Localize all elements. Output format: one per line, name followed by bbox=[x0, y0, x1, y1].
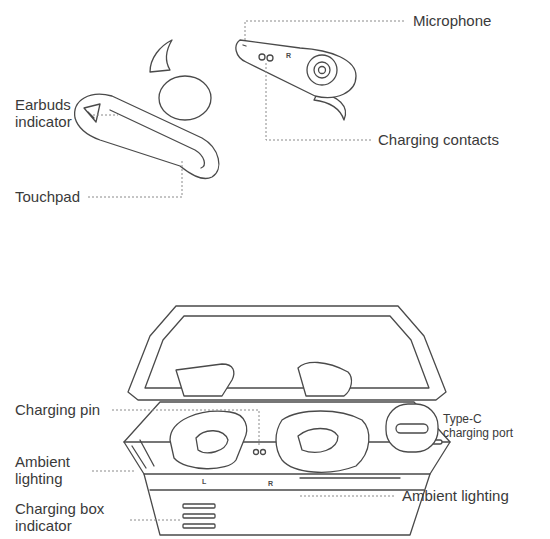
indicator-bar bbox=[183, 514, 215, 518]
leader-line bbox=[112, 410, 259, 446]
left-earbud-touchpad bbox=[110, 110, 204, 168]
part-label: Earbuds indicator bbox=[15, 96, 95, 131]
part-label: Ambient lighting bbox=[402, 487, 509, 504]
right-earbud-body bbox=[236, 40, 356, 97]
indicator-bar bbox=[183, 524, 215, 528]
right-earbud-tip bbox=[307, 55, 337, 85]
leader-line bbox=[245, 21, 406, 40]
part-label: Ambient lighting bbox=[15, 453, 95, 488]
charging-contact bbox=[259, 54, 265, 60]
left-well bbox=[170, 411, 247, 469]
side-mark: R bbox=[286, 52, 291, 60]
right-well-seat bbox=[298, 429, 338, 453]
part-label: Type-C charging port bbox=[443, 413, 529, 441]
side-mark: R bbox=[268, 480, 273, 488]
indicator-bar bbox=[183, 504, 215, 508]
leader-line bbox=[93, 115, 118, 116]
charging-contact bbox=[267, 55, 273, 61]
left-earbud-wing bbox=[150, 40, 172, 72]
charging-pin bbox=[254, 450, 259, 455]
type-c-bubble bbox=[386, 404, 438, 452]
left-earbud-logo bbox=[84, 104, 100, 122]
ambient-light-strip bbox=[132, 440, 400, 478]
right-well bbox=[276, 411, 369, 472]
case-lid bbox=[128, 306, 446, 400]
leader-line bbox=[266, 63, 372, 140]
leader-line bbox=[92, 471, 136, 472]
left-earbud-tip bbox=[159, 76, 211, 120]
part-label: Microphone bbox=[413, 12, 491, 29]
right-earbud-tip-inner bbox=[314, 62, 330, 78]
charging-pin bbox=[261, 450, 266, 455]
leader-line bbox=[130, 520, 180, 521]
microphone-hole bbox=[243, 45, 246, 46]
part-label: Charging pin bbox=[15, 401, 100, 418]
left-earbud-body bbox=[75, 94, 219, 178]
lid-recess-right bbox=[298, 362, 351, 396]
case-front bbox=[150, 489, 424, 490]
lid-recess-left bbox=[176, 364, 234, 396]
case-base bbox=[124, 402, 450, 535]
part-label: Touchpad bbox=[15, 188, 80, 205]
side-mark: L bbox=[202, 478, 206, 486]
right-earbud-tip-hole bbox=[319, 67, 326, 74]
leader-line bbox=[300, 496, 396, 497]
leader-line bbox=[88, 160, 182, 197]
left-well-seat bbox=[196, 431, 228, 453]
type-c-port bbox=[396, 424, 428, 433]
part-label: Charging box indicator bbox=[15, 500, 127, 535]
part-label: Charging contacts bbox=[378, 131, 499, 148]
